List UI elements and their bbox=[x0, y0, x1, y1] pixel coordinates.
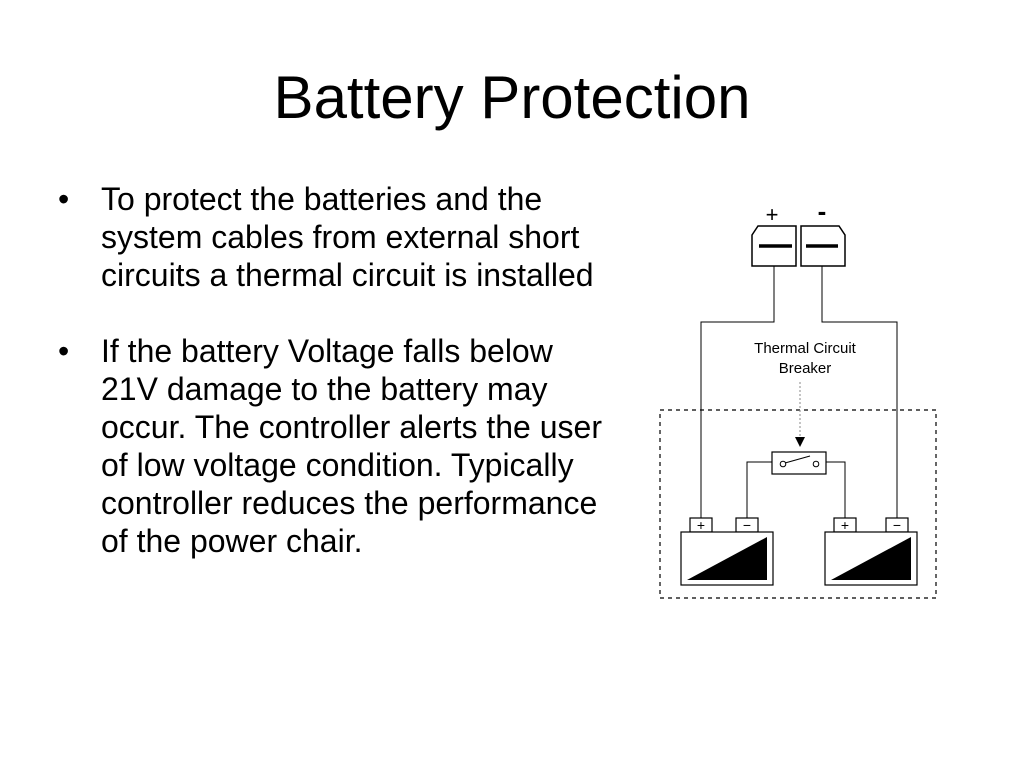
bullet-text: If the battery Voltage falls below 21V d… bbox=[101, 333, 602, 559]
circuit-wires bbox=[700, 266, 898, 525]
connector-minus-label: - bbox=[818, 196, 827, 226]
battery-enclosure bbox=[659, 409, 937, 599]
breaker-label-line2: Breaker bbox=[779, 360, 832, 377]
battery-left-plus: + bbox=[697, 517, 705, 533]
battery-circuit-diagram: + - Thermal Circuit Breaker bbox=[659, 196, 937, 599]
bullet-item-low-voltage: • If the battery Voltage falls below 21V… bbox=[58, 332, 603, 560]
connector-plug-icon bbox=[751, 225, 846, 267]
breaker-label-line1: Thermal Circuit bbox=[754, 340, 857, 357]
slide-title: Battery Protection bbox=[273, 64, 751, 131]
bullet-icon: • bbox=[58, 181, 70, 217]
bullet-text: To protect the batteries and the system … bbox=[101, 181, 594, 293]
battery-right-minus: − bbox=[893, 517, 901, 533]
battery-left-minus: − bbox=[743, 517, 751, 533]
battery-right-icon: + − bbox=[824, 517, 918, 586]
battery-left-icon: + − bbox=[680, 517, 774, 586]
bullet-icon: • bbox=[58, 333, 70, 369]
battery-right-plus: + bbox=[841, 517, 849, 533]
thermal-breaker-switch-icon bbox=[771, 451, 827, 475]
bullet-list: • To protect the batteries and the syste… bbox=[58, 180, 603, 598]
connector-plus-label: + bbox=[766, 202, 779, 227]
bullet-item-thermal-circuit: • To protect the batteries and the syste… bbox=[58, 180, 603, 294]
